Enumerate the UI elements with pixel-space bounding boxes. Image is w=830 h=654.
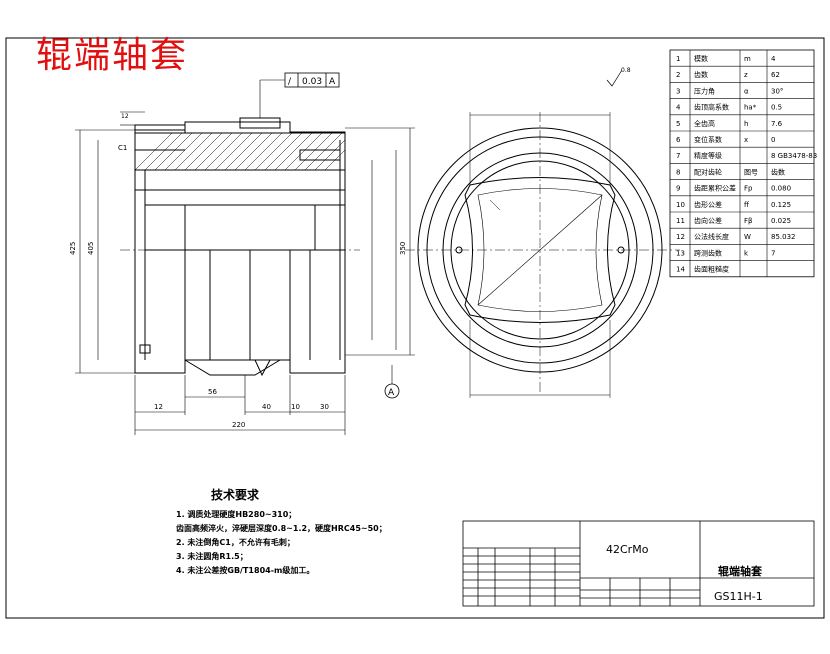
params-cell-name: 压力角: [694, 86, 715, 95]
datum-marker: A: [384, 365, 400, 399]
params-cell-sym: W: [744, 233, 751, 241]
dim-425: 425: [69, 242, 77, 255]
params-cell-name: 齿距累积公差: [694, 184, 736, 193]
tech-requirements-list: 1. 调质处理硬度HB280~310； 齿面高频淬火，淬硬层深度0.8~1.2，…: [176, 508, 387, 578]
params-cell-sym: m: [744, 55, 751, 63]
params-cell-val: 62: [771, 71, 780, 79]
params-cell-val: 齿数: [771, 167, 785, 176]
tolerance-datum: A: [329, 77, 336, 87]
dim-30: 30: [320, 403, 329, 411]
params-cell-val: 7.6: [771, 120, 783, 128]
params-cell-name: 全齿高: [694, 119, 715, 128]
params-cell-no: 14: [676, 266, 685, 274]
tolerance-frame: / 0.03 A: [259, 72, 340, 118]
params-cell-name: 变位系数: [694, 135, 722, 144]
params-cell-val: 0.025: [771, 217, 791, 225]
tech-item: 齿面高频淬火，淬硬层深度0.8~1.2，硬度HRC45~50；: [176, 524, 387, 533]
params-cell-no: 13: [676, 249, 685, 257]
params-cell-sym: h: [744, 120, 748, 128]
dimension-text: 12 56 40 10 30 220 425 405 350 C1 12: [69, 113, 407, 429]
params-cell-val: 0.080: [771, 185, 791, 193]
params-cell-val: 0.125: [771, 201, 791, 209]
dim-56: 56: [208, 388, 217, 396]
params-cell-sym: x: [744, 136, 748, 144]
params-cell-name: 齿形公差: [694, 200, 722, 209]
tolerance-value: 0.03: [302, 77, 322, 87]
params-cell-sym: z: [744, 71, 748, 79]
dim-10: 10: [291, 403, 300, 411]
params-cell-sym: k: [744, 249, 749, 257]
params-cell-no: 12: [676, 233, 685, 241]
params-cell-name: 齿数: [694, 70, 708, 79]
dim-12a: 12: [154, 403, 163, 411]
tech-item: 4. 未注公差按GB/T1804-m级加工。: [176, 566, 315, 575]
params-cell-no: 3: [676, 87, 680, 95]
params-cell-no: 5: [676, 120, 680, 128]
params-cell-no: 4: [676, 104, 681, 112]
params-cell-name: 跨测齿数: [694, 248, 722, 257]
tolerance-symbol: /: [288, 77, 292, 87]
svg-text:A: A: [388, 388, 395, 398]
svg-text:0.8: 0.8: [621, 67, 631, 74]
params-cell-val: 8 GB3478-83: [771, 152, 817, 160]
params-cell-sym: Fp: [744, 185, 753, 193]
params-cell-sym: 图号: [744, 168, 758, 176]
params-cell-name: 齿向公差: [694, 216, 722, 225]
dimension-lines: [75, 111, 415, 435]
params-cell-val: 7: [771, 249, 775, 257]
dim-220: 220: [232, 421, 245, 429]
params-cell-no: 2: [676, 71, 680, 79]
gear-parameters-table: 1 模数 m 4 2 齿数 z 62 3 压力角 α 30° 4 齿顶高系数 ha* 0.5 5 全齿高 h 7.6 6…: [669, 49, 817, 278]
drawing-number-label: GS11H-1: [714, 590, 763, 603]
drawing-title: 辊端轴套: [36, 35, 189, 76]
params-cell-no: 10: [676, 201, 685, 209]
drawing-border: [5, 37, 825, 619]
params-cell-val: 0: [771, 136, 775, 144]
params-cell-no: 11: [676, 217, 685, 225]
params-cell-no: 9: [676, 185, 680, 193]
params-cell-val: 85.032: [771, 233, 796, 241]
dim-350: 350: [399, 242, 407, 255]
dim-12b: 12: [121, 113, 129, 120]
dim-chamfer: C1: [118, 144, 127, 152]
params-cell-name: 公法线长度: [694, 232, 729, 241]
dim-40: 40: [262, 403, 271, 411]
tech-item: 1. 调质处理硬度HB280~310；: [176, 510, 297, 519]
params-cell-val: 30°: [771, 87, 783, 95]
params-cell-name: 模数: [694, 54, 708, 63]
title-block: [462, 520, 815, 607]
tech-requirements-title: 技术要求: [211, 488, 260, 502]
params-cell-name: 精度等级: [694, 151, 722, 160]
part-name-label: 辊端轴套: [718, 564, 763, 578]
params-cell-no: 7: [676, 152, 680, 160]
params-cell-sym: ha*: [744, 104, 757, 112]
params-cell-val: 4: [771, 55, 776, 63]
params-cell-sym: ff: [744, 201, 749, 209]
params-cell-name: 齿顶高系数: [694, 103, 729, 112]
params-cell-no: 1: [676, 55, 680, 63]
section-view: [134, 117, 346, 377]
hatching: [135, 133, 345, 170]
params-cell-name: 齿面粗糙度: [694, 265, 729, 274]
material-label: 42CrMo: [606, 543, 649, 556]
params-cell-sym: Fβ: [744, 217, 753, 225]
params-cell-no: 6: [676, 136, 681, 144]
dim-405: 405: [87, 242, 95, 255]
tech-item: 2. 未注倒角C1，不允许有毛刺；: [176, 538, 295, 547]
params-cell-val: 0.5: [771, 104, 782, 112]
roughness-symbol: 0.8: [606, 67, 631, 87]
tech-item: 3. 未注圆角R1.5；: [176, 552, 248, 561]
params-cell-no: 8: [676, 168, 680, 176]
params-cell-sym: α: [744, 87, 749, 95]
end-view: [417, 112, 663, 398]
params-cell-name: 配对齿轮: [694, 167, 722, 176]
